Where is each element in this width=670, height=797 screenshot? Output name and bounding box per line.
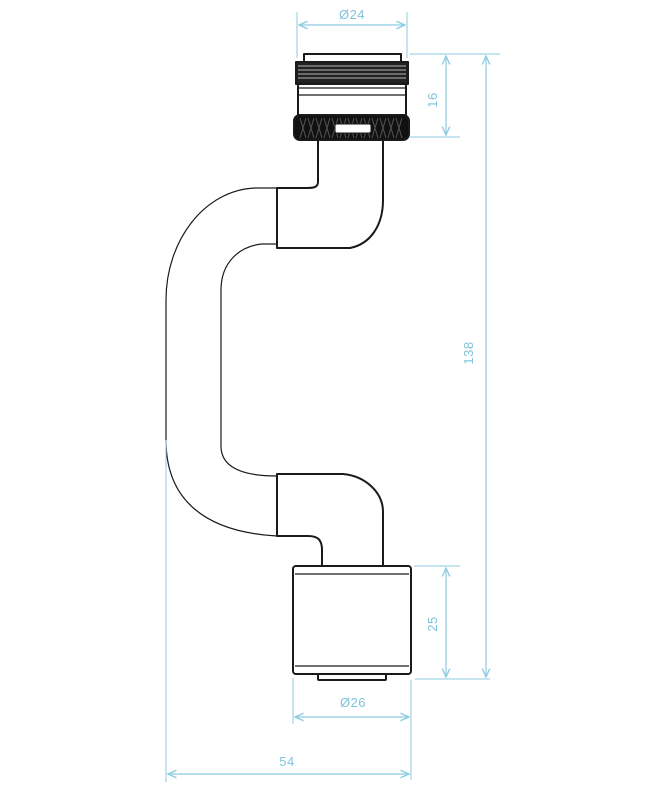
dimension-lines: [165, 12, 500, 782]
bottom-body: [292, 565, 412, 675]
label-bottom-diameter: Ø26: [340, 695, 366, 710]
bottom-tip: [317, 673, 387, 681]
fitting-part: [165, 53, 412, 681]
label-bottom-height: 25: [425, 616, 440, 631]
tube-inner-wall: [220, 243, 278, 477]
upper-elbow: [276, 139, 384, 249]
top-collar: [297, 83, 407, 116]
thread: [295, 61, 409, 85]
lower-elbow: [276, 473, 384, 567]
knurl-window: [334, 123, 372, 134]
thread-cap: [303, 53, 402, 63]
label-total-height: 138: [461, 341, 476, 364]
label-top-diameter: Ø24: [339, 7, 365, 22]
thread-lines: [298, 65, 406, 79]
dimension-labels: Ø24 16 138 25 Ø26 54: [279, 7, 476, 769]
label-total-width: 54: [279, 754, 294, 769]
tube-outer-wall: [165, 187, 278, 537]
label-top-height: 16: [425, 92, 440, 107]
